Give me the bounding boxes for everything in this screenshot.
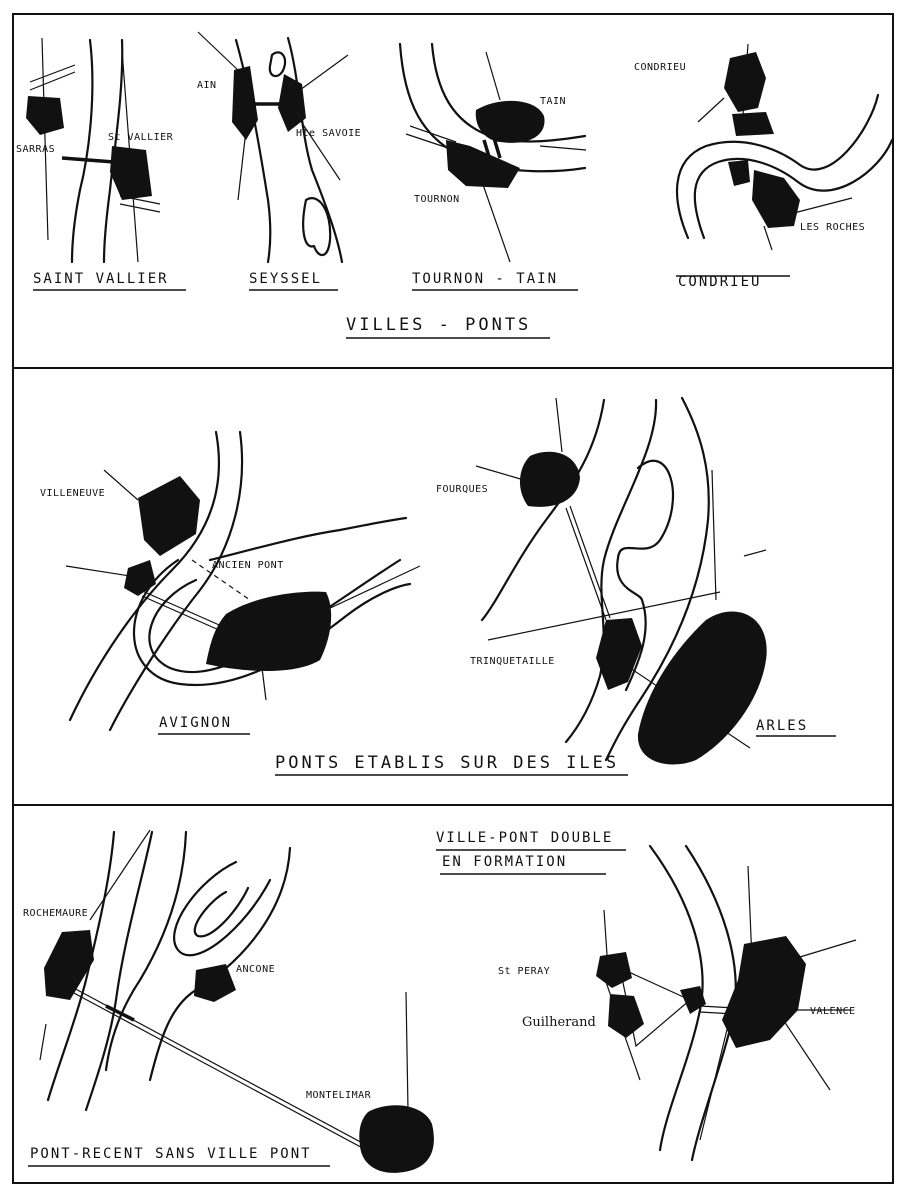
map-tournon-tain: TAIN TOURNON TOURNON - TAIN [398,42,587,291]
map-condrieu: CONDRIEU LES ROCHES CONDRIEU [634,43,894,290]
town-villeneuve [138,476,200,556]
label-condrieu: CONDRIEU [634,62,686,73]
caption-saint-vallier: SAINT VALLIER [33,271,169,287]
label-rochemaure: ROCHEMAURE [23,908,88,919]
label-st-peray: St PERAY [498,966,550,977]
bridge-tournon-tain [482,137,502,161]
label-les-roches: LES ROCHES [800,222,865,233]
town-les-roches [752,170,800,228]
caption-tournon-tain: TOURNON - TAIN [412,271,558,287]
label-sarras: SARRAS [16,144,55,155]
label-guilherand: Guilherand [522,1015,596,1030]
town-valence [722,936,806,1048]
heading-ponts-etablis: PONTS ETABLIS SUR DES ILES [275,753,619,773]
label-montelimar: MONTELIMAR [306,1090,372,1101]
map-arles: FOURQUES TRINQUETAILLE ARLES [436,396,836,765]
label-ancien-pont: ANCIEN PONT [212,560,284,571]
bridge-montelimar [105,1004,135,1022]
town-condrieu-south [732,112,774,136]
panel-frame-bottom [12,804,894,1184]
town-ain [232,66,258,140]
town-villeneuve-fort [124,560,156,596]
caption-arles: ARLES [756,718,808,734]
label-fourques: FOURQUES [436,484,488,495]
heading-ville-pont-double-line2: EN FORMATION [442,854,567,870]
caption-avignon: AVIGNON [159,715,232,731]
label-villeneuve: VILLENEUVE [40,488,105,499]
town-fourques [519,451,580,507]
label-ancone: ANCONE [236,964,275,975]
map-seyssel: AIN Hte SAVOIE SEYSSEL [197,31,361,291]
town-tournon [446,140,520,188]
town-trinquetaille [596,618,642,690]
town-sarras [26,96,64,135]
map-montelimar: ROCHEMAURE ANCONE MONTELIMAR PONT-RECENT… [23,829,434,1173]
town-st-peray [596,952,632,988]
map-valence: St PERAY Guilherand VALENCE [498,844,857,1162]
town-guilherand [608,994,644,1038]
label-tain: TAIN [540,96,566,107]
label-valence: VALENCE [810,1006,856,1017]
town-condrieu [724,52,766,112]
town-tain [475,100,545,143]
label-trinquetaille: TRINQUETAILLE [470,656,555,667]
label-st-vallier: St VALLIER [108,132,174,143]
map-saint-vallier: SARRAS St VALLIER SAINT VALLIER [16,37,186,291]
town-ancone [194,964,236,1002]
caption-condrieu: CONDRIEU [678,274,761,290]
town-avignon [206,591,332,671]
heading-ville-pont-double-line1: VILLE-PONT DOUBLE [436,830,613,846]
town-les-roches-north [728,160,750,186]
bridge-saint-vallier [61,156,115,164]
heading-villes-ponts: VILLES - PONTS [346,315,531,335]
caption-pont-recent: PONT-RECENT SANS VILLE PONT [30,1146,312,1162]
label-tournon: TOURNON [414,194,460,205]
town-haute-savoie [278,74,306,132]
town-arles [637,611,767,765]
map-avignon: VILLENEUVE ANCIEN PONT AVIGNON [40,430,421,735]
label-haute-savoie: Hte SAVOIE [296,128,361,139]
town-guilherand-east [680,986,706,1014]
town-st-vallier [110,146,152,200]
town-montelimar [359,1105,434,1173]
caption-seyssel: SEYSSEL [249,271,322,287]
label-ain: AIN [197,80,217,91]
town-rochemaure [44,930,94,1000]
